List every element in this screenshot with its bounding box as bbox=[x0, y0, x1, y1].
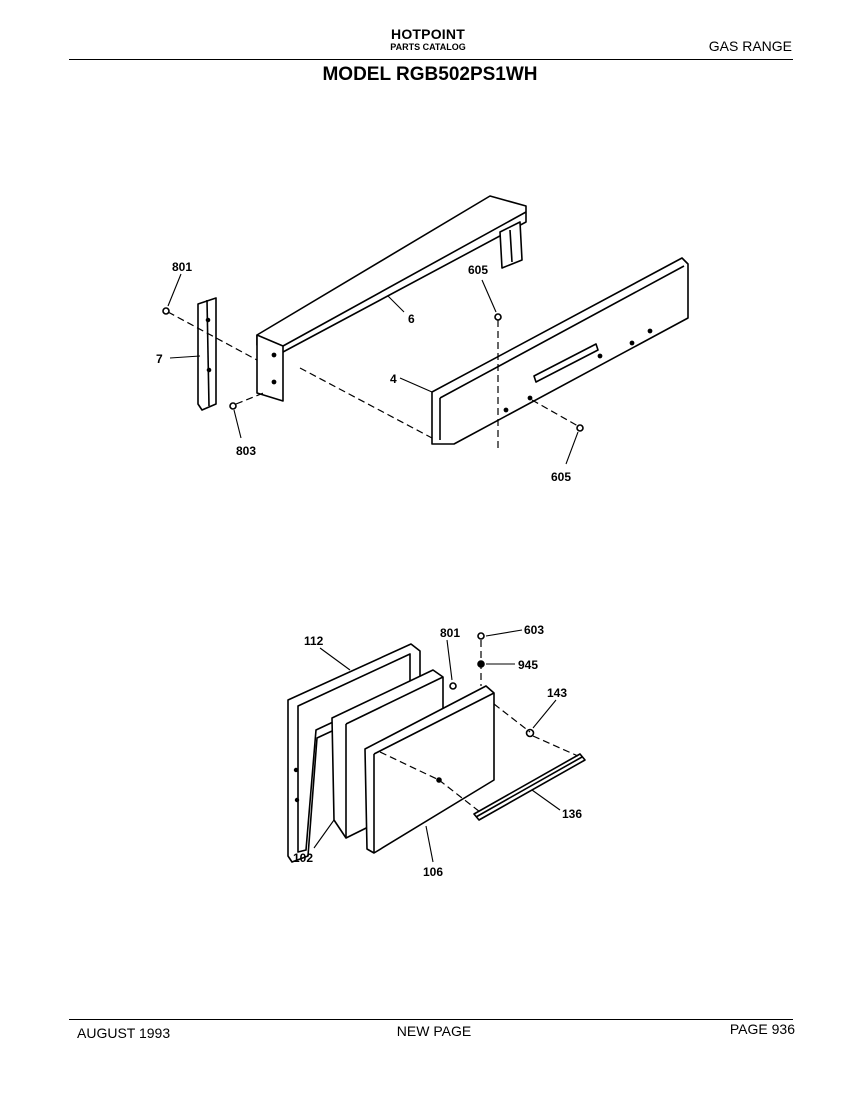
screw-803 bbox=[229, 402, 237, 410]
callout-136: 136 bbox=[562, 807, 582, 821]
callout-106: 106 bbox=[423, 865, 443, 879]
part-4-control-panel bbox=[431, 257, 689, 445]
part-6-backguard-top bbox=[256, 195, 527, 402]
callout-801-door: 801 bbox=[440, 626, 460, 640]
spacer-143 bbox=[525, 728, 535, 738]
range-type: GAS RANGE bbox=[708, 38, 792, 54]
callout-4: 4 bbox=[390, 372, 397, 386]
callout-803: 803 bbox=[236, 444, 256, 458]
part-7-bracket bbox=[197, 297, 217, 411]
footer-page: PAGE 936 bbox=[729, 1021, 795, 1037]
callout-6: 6 bbox=[408, 312, 415, 326]
screw-801 bbox=[162, 307, 170, 315]
callout-603: 603 bbox=[524, 623, 544, 637]
screw-801-door bbox=[449, 682, 457, 690]
brand-name: HOTPOINT bbox=[391, 26, 465, 42]
callout-7: 7 bbox=[156, 352, 163, 366]
callout-102: 102 bbox=[293, 851, 313, 865]
footer-date: AUGUST 1993 bbox=[77, 1025, 171, 1041]
screw-603 bbox=[477, 632, 485, 640]
part-106-outer-door bbox=[364, 685, 495, 854]
callout-143: 143 bbox=[547, 686, 567, 700]
footer-rule bbox=[69, 1019, 793, 1020]
callout-112: 112 bbox=[304, 634, 324, 648]
screw-605-bottom bbox=[576, 424, 584, 432]
catalog-label: PARTS CATALOG bbox=[390, 42, 466, 52]
part-136-handle bbox=[473, 753, 586, 821]
callout-605-bottom: 605 bbox=[551, 470, 571, 484]
screw-605-top bbox=[494, 313, 502, 321]
callout-801: 801 bbox=[172, 260, 192, 274]
callout-945: 945 bbox=[518, 658, 538, 672]
header-rule bbox=[69, 59, 793, 60]
footer-note: NEW PAGE bbox=[396, 1023, 472, 1039]
model-title: MODEL RGB502PS1WH bbox=[322, 64, 538, 85]
callout-605-top: 605 bbox=[468, 263, 488, 277]
